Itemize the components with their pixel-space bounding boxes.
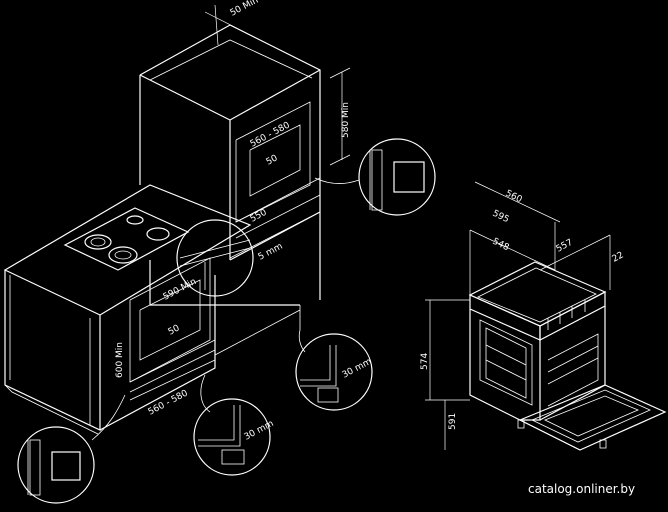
dim-cabinet-600-label: 600 Min: [115, 342, 125, 378]
oven-depth-548-label: 548: [491, 237, 511, 254]
oven-dims: [425, 181, 611, 450]
detail-circle-plinth: 30 mm: [193, 374, 276, 476]
dim-side-50-label: 50: [265, 153, 280, 167]
dim-depth-label: 550: [249, 208, 269, 225]
dim-niche-height-label: 580 Min: [341, 102, 351, 138]
detail-circle-upper: [314, 138, 436, 216]
dim-top-50-label: 50 Min: [229, 0, 260, 19]
detail-top-30-label: 30 mm: [341, 357, 374, 381]
oven-width-560-label: 560: [504, 189, 524, 206]
oven-height-574-label: 574: [420, 353, 430, 370]
dim-gap-label: 5 mm: [257, 242, 285, 263]
detail-circle-lower: [17, 394, 126, 504]
detail-bottom-30-label: 30 mm: [243, 419, 276, 443]
oven-drawing: [468, 261, 667, 451]
hob: [63, 207, 190, 271]
watermark: catalog.onliner.by: [528, 482, 635, 496]
dim-bottom-50-label: 50: [167, 323, 182, 337]
tall-column-cabinet: [139, 24, 321, 306]
dim-top-50: 50 Min: [204, 0, 260, 46]
oven-side-22-label: 22: [611, 250, 626, 264]
base-cabinet: [3, 184, 301, 435]
oven-height-591-label: 591: [448, 413, 458, 430]
oven-width-595-label: 595: [491, 209, 511, 226]
detail-circle-support: 30 mm: [295, 329, 374, 411]
detail-circle-worktop: [176, 219, 254, 297]
dim-niche-height: 580 Min: [329, 67, 351, 166]
oven-depth-557-label: 557: [555, 238, 575, 255]
dim-width-label: 560 - 580: [249, 120, 292, 149]
